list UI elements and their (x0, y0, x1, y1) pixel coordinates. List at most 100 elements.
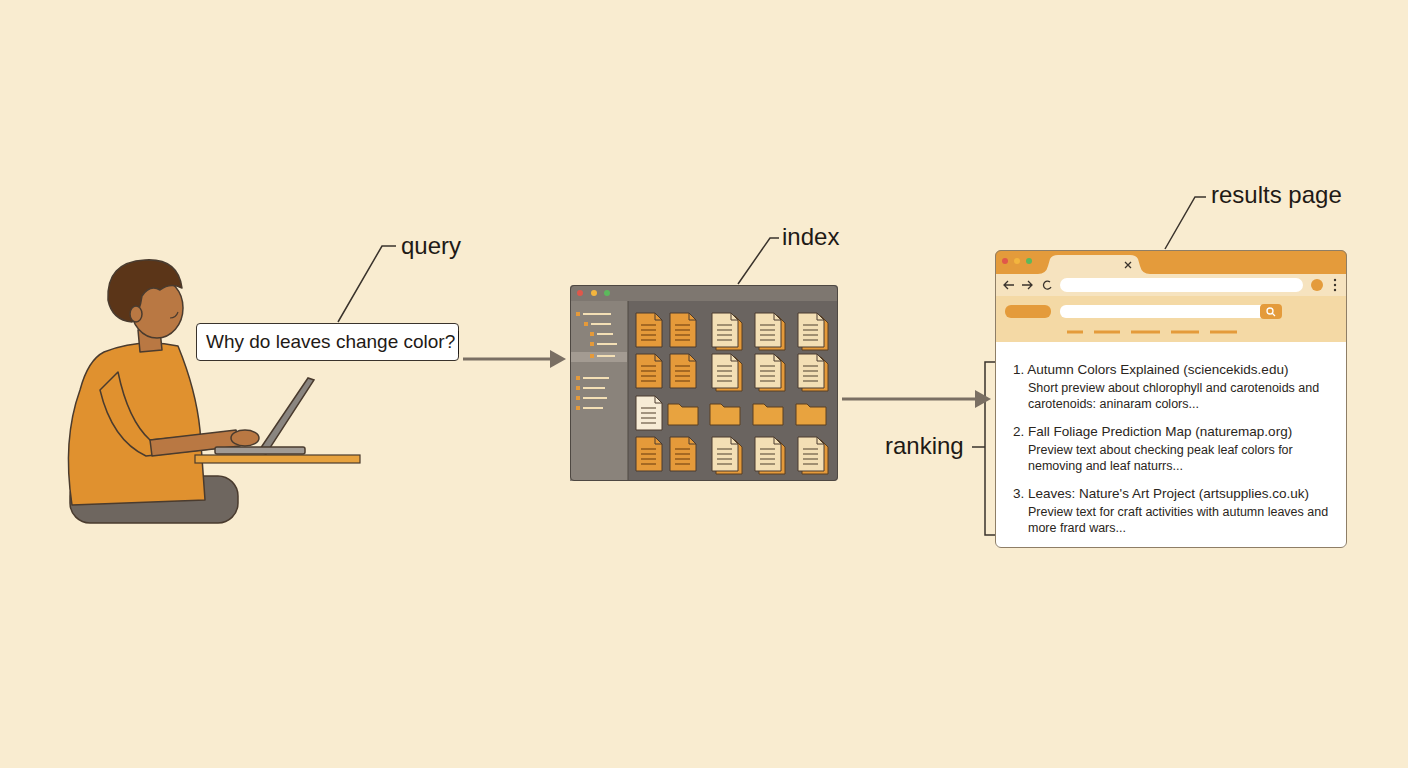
index-file-grid-part (670, 313, 696, 347)
index-file-grid-part (641, 412, 656, 413)
index-sidebar-part (576, 376, 580, 380)
index-file-grid-part (717, 365, 732, 366)
browser-chrome-part (1002, 258, 1008, 264)
index-file-grid-part (655, 313, 662, 320)
browser-chrome-part (1005, 305, 1051, 318)
result-title: 3. Leaves: Nature's Art Project (artsupp… (1013, 485, 1343, 502)
index-file-grid-part (675, 375, 690, 376)
index-file-grid-part (717, 324, 732, 325)
index-window-part (591, 290, 597, 296)
leader-lines-part (338, 246, 396, 322)
index-file-grid-part (803, 334, 818, 335)
browser-chrome-part (1043, 281, 1051, 289)
index-file-grid-part (641, 324, 656, 325)
index-sidebar-part (576, 406, 580, 410)
browser-chrome-part (995, 296, 1347, 342)
browser-chrome-part (1067, 331, 1237, 334)
index-file-grid-part (717, 463, 732, 464)
browser-chrome-part (995, 250, 1347, 274)
person-illustration-part (130, 306, 142, 322)
result-preview: Short preview about chlorophyll and caro… (1028, 380, 1336, 412)
browser-chrome-part (1260, 304, 1282, 319)
index-file-grid-part (641, 453, 656, 454)
index-file-grid-part (803, 329, 818, 330)
index-sidebar-part (583, 387, 605, 389)
index-file-grid-part (675, 334, 690, 335)
index-file-grid-part (803, 380, 818, 381)
index-sidebar-part (583, 407, 603, 409)
index-file-grid-part (641, 339, 656, 340)
index-file-grid-part (675, 448, 690, 449)
index-sidebar-part (591, 323, 611, 325)
index-file-grid-part (641, 365, 656, 366)
browser-chrome-part (1004, 281, 1032, 289)
index-file-grid-part (798, 313, 824, 347)
index-file-grid-part (717, 380, 732, 381)
index-file-grid-part (803, 324, 818, 325)
index-file-grid-part (717, 453, 732, 454)
index-file-grid-part (774, 313, 781, 320)
index-file-grid-part (675, 453, 690, 454)
person-illustration (68, 260, 259, 523)
index-file-grid-part (774, 437, 781, 444)
arrow-line (463, 358, 550, 361)
index-window-part (570, 285, 838, 481)
browser-chrome-part (995, 250, 1347, 548)
index-file-grid-part (731, 313, 738, 320)
index-sidebar-part (576, 312, 580, 316)
index-file-grid-part (760, 453, 775, 454)
index-file-grid-part (641, 458, 656, 459)
index-file-grid-part (641, 375, 656, 376)
index-file-grid-part (731, 354, 738, 361)
index-file-grid-part (798, 437, 824, 471)
index-file-grid-part (817, 313, 824, 320)
result-title: 2. Fall Foliage Prediction Map (naturema… (1013, 423, 1343, 440)
index-file-grid-part (717, 334, 732, 335)
index-file-grid-part (655, 354, 662, 361)
index-file-grid-part (717, 375, 732, 376)
index-window-part (570, 295, 838, 301)
index-file-grid-part (760, 329, 775, 330)
index-file-grid-part (803, 365, 818, 366)
browser-chrome (995, 250, 1347, 548)
index-sidebar-part (597, 355, 615, 357)
index-file-grid-part (803, 463, 818, 464)
index-file-grid-part (760, 380, 775, 381)
index-file-grid-part (774, 354, 781, 361)
index-file-grid-part (675, 380, 690, 381)
results-page-window: results page1. Autumn Colors Explained (… (995, 250, 1347, 548)
index-file-grid-part (675, 339, 690, 340)
index-file-grid-part (675, 329, 690, 330)
index-sidebar (576, 312, 617, 410)
index-file-grid-part (689, 313, 696, 320)
ranking-bracket (972, 362, 995, 535)
browser-chrome-part (1125, 262, 1131, 268)
index-file-grid-part (817, 437, 824, 444)
index-file-grid-part (710, 404, 740, 425)
index-file-grid-part (717, 329, 732, 330)
index-file-grid-part (641, 422, 656, 423)
index-file-grid-part (803, 370, 818, 371)
callout-label: query (401, 232, 461, 260)
index-file-grid-part (641, 380, 656, 381)
index-file-grid-part (717, 448, 732, 449)
index-file-grid-part (675, 365, 690, 366)
index-file-grid-part (760, 370, 775, 371)
index-file-grid-part (760, 448, 775, 449)
index-file-grid-part (668, 404, 698, 425)
laptop-illustration-part (195, 455, 360, 463)
index-file-grid-part (760, 339, 775, 340)
index-file-grid-part (636, 396, 662, 430)
index-file-grid-part (717, 370, 732, 371)
index-window-part (577, 290, 583, 296)
query-text: Why do leaves change color? (206, 331, 455, 353)
index-file-grid-part (641, 370, 656, 371)
arrow-head (550, 350, 566, 368)
index-window-part (570, 301, 628, 481)
browser-chrome-part (1014, 258, 1020, 264)
browser-chrome-part (1038, 255, 1150, 274)
index-file-grid-part (641, 407, 656, 408)
index-file-grid-part (641, 448, 656, 449)
index-file-grid-part (803, 375, 818, 376)
